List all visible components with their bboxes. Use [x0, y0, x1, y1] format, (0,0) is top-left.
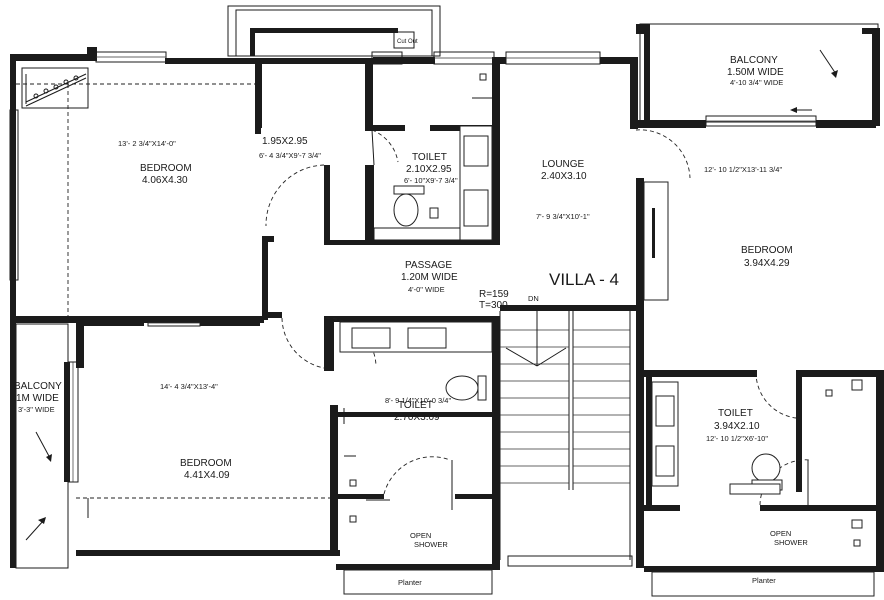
toilet-n-size: 2.10X2.95 — [406, 164, 452, 175]
stair-treads — [500, 329, 630, 484]
balcony-w-name: BALCONY — [14, 381, 62, 392]
balcony-w-frame — [15, 323, 69, 569]
passage-imperial: 4'-0" WIDE — [408, 285, 445, 294]
cutout-top: Cut Out — [227, 5, 441, 57]
toilet-e-imperial: 12'- 10 1/2"X6'-10" — [706, 434, 768, 443]
bedroom-e-imperial: 12'- 10 1/2"X13'-11 3/4" — [704, 165, 782, 174]
toilet-e-size: 3.94X2.10 — [714, 421, 760, 432]
planter-c-label: Planter — [398, 578, 422, 587]
cutout-label: Cut Out — [397, 39, 418, 45]
bedroom-nw-size: 4.06X4.30 — [142, 175, 188, 186]
walls — [10, 24, 884, 572]
toilet-n-imperial: 6'- 10"X9'-7 3/4" — [404, 176, 458, 185]
toilet-e-name: TOILET — [718, 408, 753, 419]
lounge-size: 2.40X3.10 — [541, 171, 587, 182]
stairs — [499, 306, 633, 567]
balcony-w-imperial: 3'-3" WIDE — [18, 405, 55, 414]
labels: VILLA - 4 R=159 T=300 DN 13'- 2 3/4"X14'… — [14, 55, 808, 587]
bedroom-nw-imperial: 13'- 2 3/4"X14'-0" — [118, 139, 176, 148]
toilet-c-size: 2.70X3.09 — [394, 412, 440, 423]
lounge-name: LOUNGE — [542, 159, 585, 170]
bedroom-sw-imperial: 14'- 4 3/4"X13'-4" — [160, 382, 218, 391]
balcony-ne-name: BALCONY — [730, 55, 778, 66]
stair-riser: R=159 — [479, 289, 509, 300]
passage-size: 1.20M WIDE — [401, 272, 458, 283]
bedroom-sw-name: BEDROOM — [180, 458, 232, 469]
bedroom-nw-name: BEDROOM — [140, 163, 192, 174]
balcony-w-size: 1M WIDE — [16, 393, 59, 404]
lounge-imperial: 7'- 9 3/4"X10'-1" — [536, 212, 590, 221]
planter-e-label: Planter — [752, 576, 776, 585]
dressing-size: 1.95X2.95 — [262, 136, 308, 147]
toilet-c-imperial: 8'- 9 1/4"X10'-0 3/4" — [385, 396, 451, 405]
dressing-details — [16, 67, 255, 316]
dressing-imperial: 6'- 4 3/4"X9'-7 3/4" — [259, 151, 321, 160]
bedroom-e-name: BEDROOM — [741, 245, 793, 256]
stair-tread: T=300 — [479, 300, 508, 311]
toilet-c-name: TOILET — [398, 400, 433, 411]
fixtures — [76, 73, 875, 597]
passage-name: PASSAGE — [405, 260, 452, 271]
toilet-n-name: TOILET — [412, 152, 447, 163]
villa-title: VILLA - 4 — [549, 270, 619, 289]
balcony-ne-imperial: 4'-10 3/4" WIDE — [730, 78, 783, 87]
bedroom-e-size: 3.94X4.29 — [744, 258, 790, 269]
stair-direction: DN — [528, 294, 539, 303]
balcony-ne-size: 1.50M WIDE — [727, 67, 784, 78]
balcony-ne-frame — [639, 23, 879, 123]
bedroom-sw-size: 4.41X4.09 — [184, 470, 230, 481]
